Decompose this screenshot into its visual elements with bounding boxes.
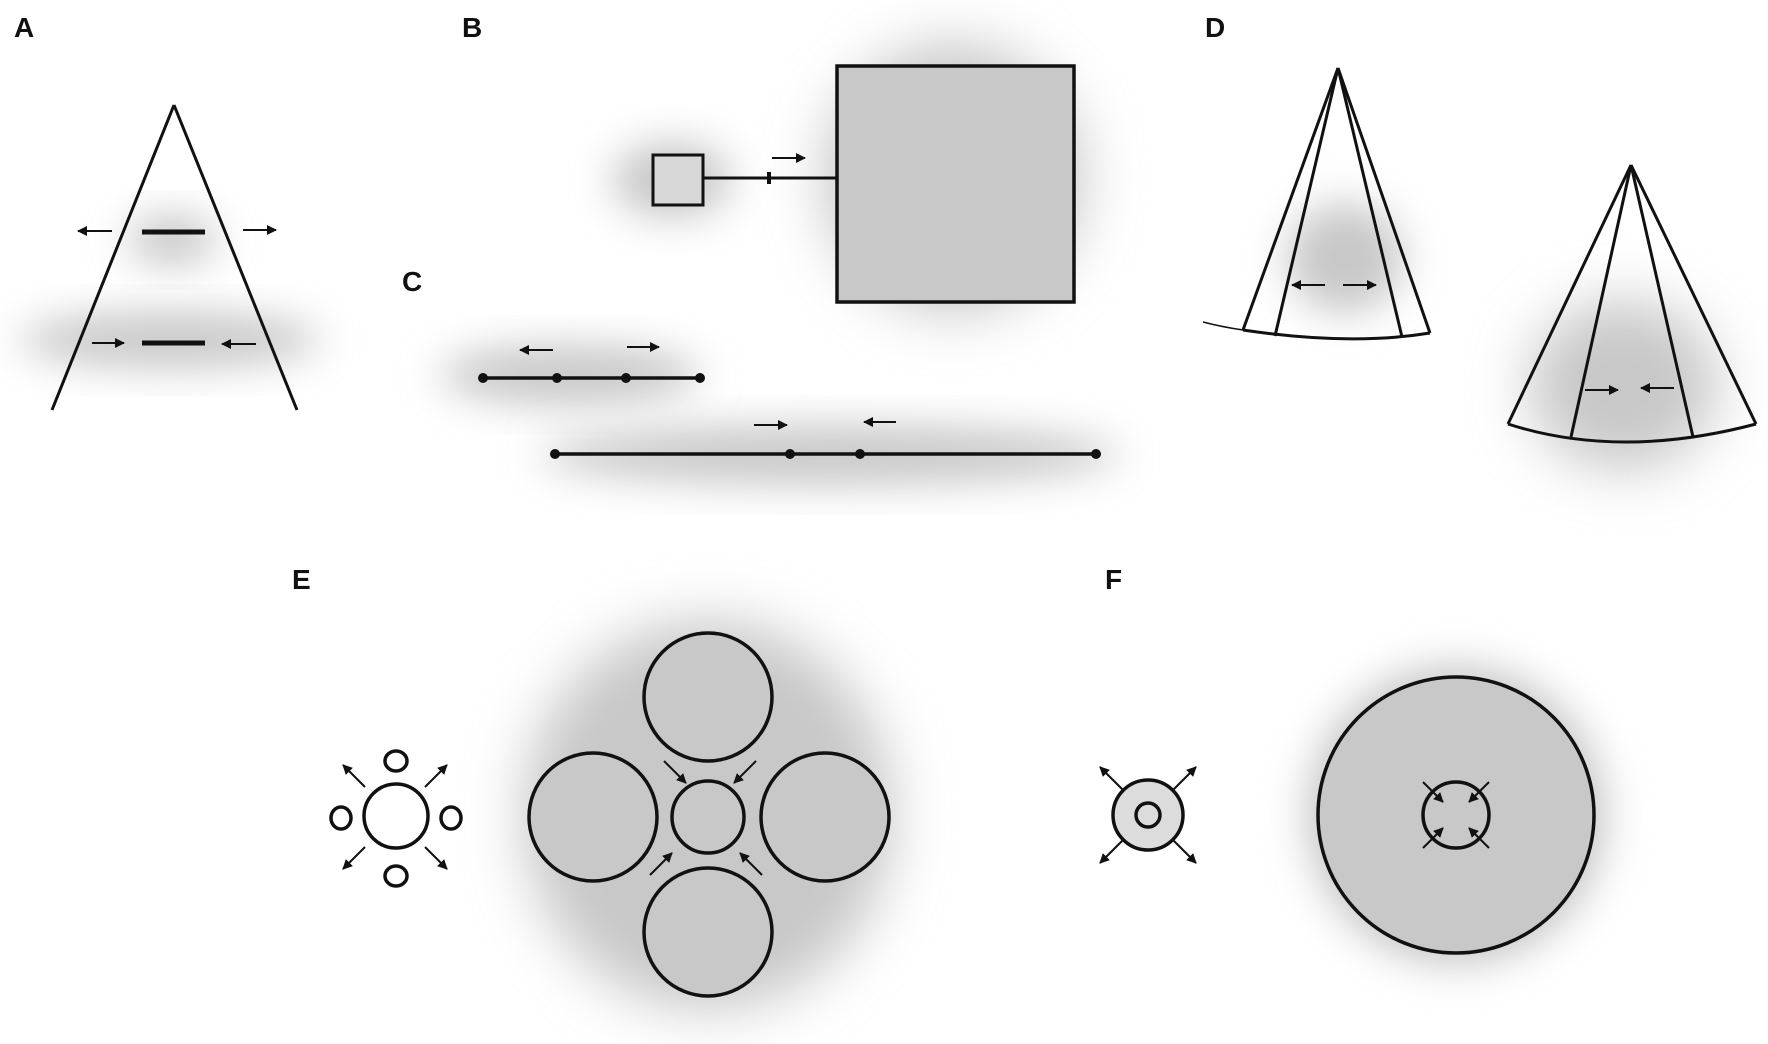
panel-c-shadow-short [440,345,700,405]
small-ring-arrow-ul [1099,766,1124,791]
panel-label-f: F [1105,564,1123,595]
large-cluster-right [759,751,891,883]
panel-label-a: A [14,12,35,43]
small-cluster-arrow-ul [342,764,366,788]
panel-label-b: B [462,12,483,43]
panel-a-shadow-bottom [20,312,320,368]
small-cluster-arrow-ll [342,846,366,870]
small-cluster-center [362,782,430,850]
small-cluster-top [383,749,409,773]
small-square [651,153,705,207]
right-cone-inner-right [1629,164,1695,438]
panel-a-shadow-top [127,215,217,265]
triangle-left-edge [50,104,176,411]
large-disk-arrow-ur [1468,781,1490,803]
large-cluster [527,631,891,998]
left-cone-inner-right [1336,67,1404,338]
long-line-node-4 [1091,449,1101,459]
left-cone-base [1242,328,1431,341]
left-cone-inner-left [1273,67,1340,337]
large-cluster-bottom [642,866,774,998]
large-disk-arrow-ul [1422,781,1444,803]
large-disk-arrow-lr [1468,827,1490,849]
small-cluster-arrow-ur [424,764,448,788]
small-ring-arrow-lr [1172,839,1197,864]
large-cluster-left [527,751,659,883]
large-disk [1316,675,1596,955]
large-square [835,64,1076,304]
small-ring-inner [1134,801,1162,829]
large-cluster-arrow-ur [733,760,757,784]
small-ring [1099,766,1197,864]
small-ring-arrow-ur [1172,766,1197,791]
large-cluster-arrow-ul [663,760,687,784]
small-cluster-left [329,805,353,831]
panel-c-diagram [440,342,1120,485]
large-cluster-top [642,631,774,763]
small-ring-arrow-ll [1099,839,1124,864]
panel-label-c: C [402,266,423,297]
right-cone-inner-left [1569,164,1633,438]
panel-d-diagram [1202,67,1758,470]
short-line-node-4 [695,373,705,383]
short-line-node-3 [621,373,631,383]
long-line-node-1 [550,449,560,459]
panel-d-shadow-left [1287,203,1403,313]
triangle-right-edge [172,104,299,411]
long-line-node-3 [855,449,865,459]
short-line-node-1 [478,373,488,383]
left-cone-outer-left [1241,67,1340,331]
small-cluster-bottom [383,864,409,888]
panel-a-diagram [20,104,320,411]
panel-d-shadow-right [1528,300,1718,470]
left-cone [1202,67,1432,341]
small-cluster-right [439,805,463,831]
large-cluster-arrow-lr [739,852,763,876]
panel-label-e: E [292,564,311,595]
short-line-node-2 [552,373,562,383]
right-cone [1506,164,1758,444]
small-cluster-arrow-lr [424,846,448,870]
long-line-node-2 [785,449,795,459]
large-disk-arrow-ll [1422,827,1444,849]
large-cluster-center [670,779,746,855]
panel-b-diagram [612,43,1083,313]
panel-e-diagram [329,620,893,1010]
right-cone-base [1507,422,1757,444]
panel-f-diagram [1099,665,1606,965]
panel-label-d: D [1205,12,1226,43]
small-cluster [329,749,463,888]
large-cluster-arrow-ll [649,852,673,876]
left-cone-outer-right [1336,67,1432,334]
left-cone-base-tail [1202,321,1244,331]
right-cone-outer-left [1506,164,1633,425]
right-cone-outer-right [1629,164,1758,425]
